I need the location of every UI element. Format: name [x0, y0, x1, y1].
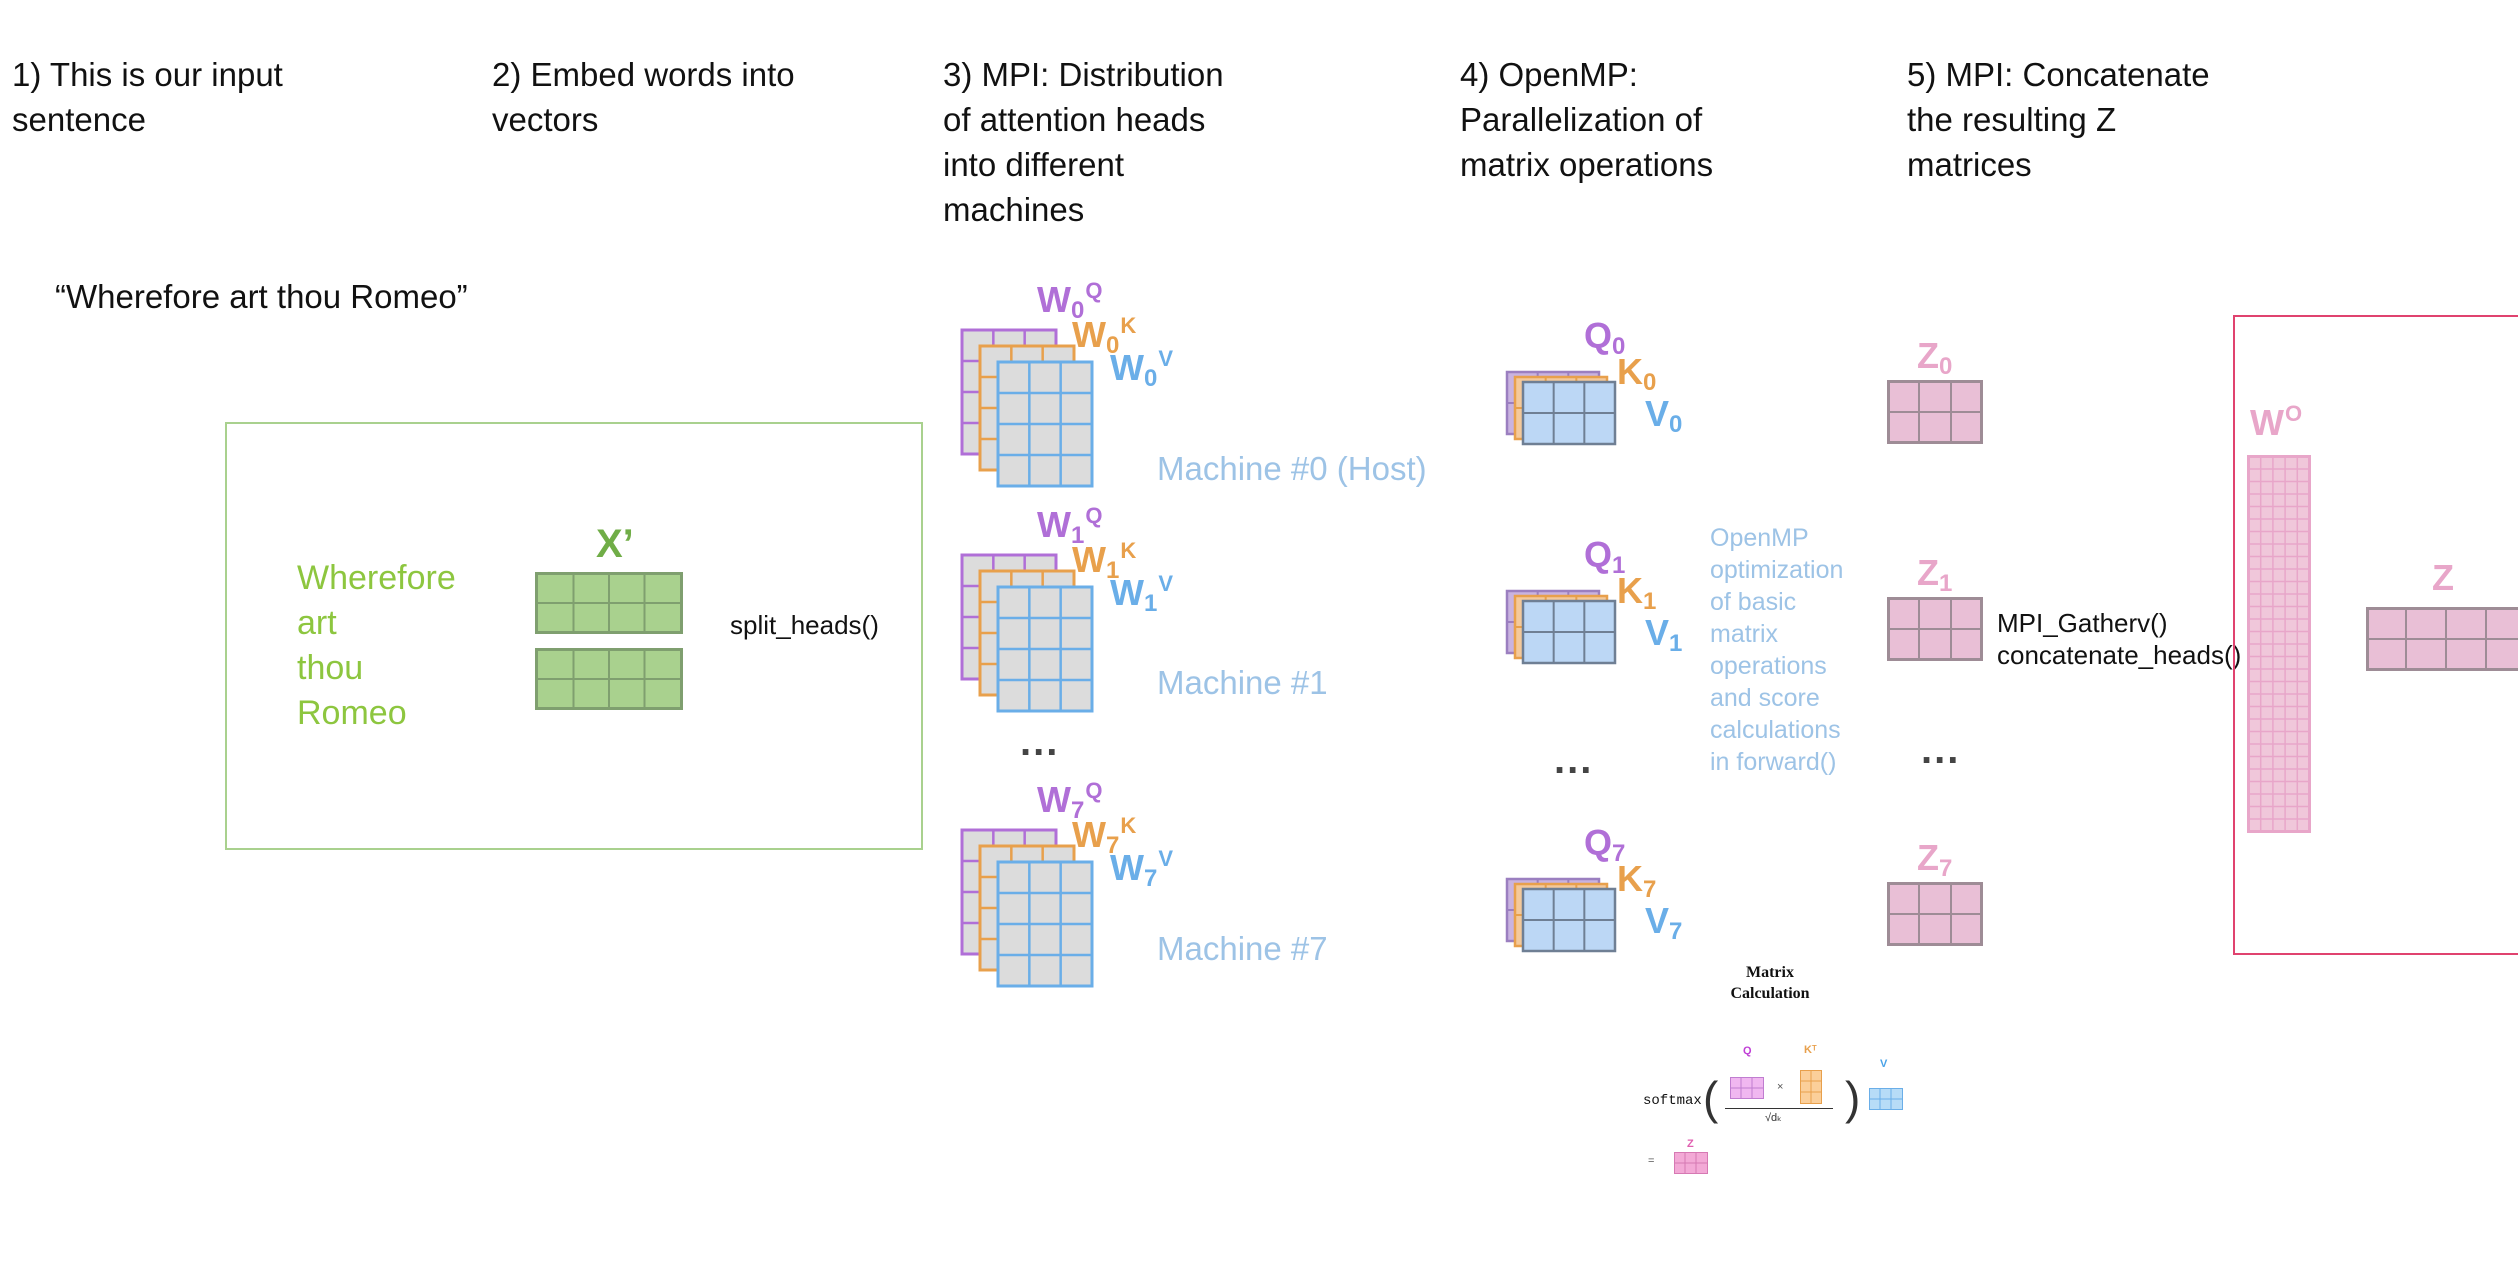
embedding-box: Wherefore art thou Romeo X’ split_heads(…: [225, 422, 923, 850]
formula-kt-label: Kᵀ: [1804, 1044, 1817, 1056]
embedding-matrix-bottom: [535, 648, 683, 710]
formula-q-label: Q: [1743, 1045, 1752, 1057]
z-matrix: [1887, 380, 1983, 449]
formula-softmax: softmax: [1643, 1093, 1702, 1109]
w-query-label: W1Q: [1037, 503, 1103, 549]
formula-times-1: ×: [1777, 1081, 1784, 1093]
w-query-label: W7Q: [1037, 778, 1103, 824]
w-query-label: W0Q: [1037, 278, 1103, 324]
formula-sqrt: √dₖ: [1765, 1112, 1782, 1124]
step-3-heading: 3) MPI: Distribution of attention heads …: [943, 56, 1224, 228]
formula-q-matrix: [1730, 1077, 1764, 1099]
machine-stack: [960, 780, 1220, 1010]
wo-label: WO: [2250, 401, 2303, 443]
split-heads-label: split_heads(): [730, 610, 879, 640]
x-prime-label: X’: [596, 522, 634, 566]
z-ellipsis: ...: [1921, 728, 1961, 772]
formula-v-label: V: [1880, 1058, 1888, 1070]
formula-open-paren: (: [1703, 1072, 1719, 1124]
w-value-label: W0V: [1110, 346, 1174, 392]
step-4-heading: 4) OpenMP: Parallelization of matrix ope…: [1460, 56, 1714, 183]
v-label: V7: [1645, 900, 1683, 945]
z-label: Z0: [1917, 335, 1953, 380]
openmp-note: OpenMP optimization of basic matrix oper…: [1710, 524, 1844, 776]
q-label: Q0: [1584, 315, 1626, 360]
mpi-gatherv-label: MPI_Gatherv(): [1997, 608, 2168, 638]
q-label: Q7: [1584, 822, 1626, 867]
formula-z-label: Z: [1687, 1138, 1694, 1150]
w-key-label: W0K: [1072, 313, 1137, 359]
formula-v-matrix: [1869, 1088, 1903, 1110]
step-1-heading: 1) This is our input sentence: [12, 56, 283, 138]
formula-title: Matrix Calculation: [1730, 964, 1810, 1002]
formula-kt-matrix: [1800, 1070, 1822, 1104]
v-label: V1: [1645, 612, 1683, 657]
qkv-stack: [1505, 877, 1625, 972]
w-value-label: W7V: [1110, 846, 1174, 892]
word-thou: thou: [297, 649, 364, 687]
k-label: K1: [1617, 570, 1657, 615]
q-label: Q1: [1584, 534, 1626, 579]
word-romeo: Romeo: [297, 694, 407, 732]
v-label: V0: [1645, 393, 1683, 438]
embedding-word-list: Wherefore art thou Romeo: [297, 556, 456, 736]
machine-ellipsis: ...: [1020, 720, 1060, 764]
formula-equals: =: [1648, 1155, 1655, 1167]
output-box: WO Z: [2233, 315, 2518, 955]
embedding-matrix-top: [535, 572, 683, 634]
w-value-label: W1V: [1110, 571, 1174, 617]
machine-label: Machine #1: [1157, 664, 1328, 701]
machine-stack: [960, 280, 1220, 510]
z-label: Z7: [1917, 837, 1953, 882]
k-label: K7: [1617, 858, 1657, 903]
qkv-stack: [1505, 589, 1625, 684]
wo-matrix: [2247, 455, 2311, 833]
machine-stack: [960, 505, 1220, 735]
concatenate-heads-label: concatenate_heads(): [1997, 640, 2242, 670]
machine-label: Machine #0 (Host): [1157, 450, 1427, 487]
step-5-heading: 5) MPI: Concatenate the resulting Z matr…: [1907, 56, 2210, 183]
input-sentence: “Wherefore art thou Romeo”: [55, 278, 468, 315]
w-key-label: W1K: [1072, 538, 1137, 584]
k-label: K0: [1617, 351, 1657, 396]
final-z-matrix: [2366, 607, 2518, 671]
word-art: art: [297, 604, 337, 642]
z-matrix: [1887, 597, 1983, 666]
qkv-ellipsis: ...: [1554, 738, 1594, 782]
formula-divider: [1725, 1108, 1833, 1109]
w-key-label: W7K: [1072, 813, 1137, 859]
qkv-stack: [1505, 370, 1625, 465]
machine-label: Machine #7: [1157, 930, 1328, 967]
z-label: Z1: [1917, 552, 1953, 597]
formula-z-matrix: [1674, 1152, 1708, 1174]
word-wherefore: Wherefore: [297, 559, 456, 597]
step-2-heading: 2) Embed words into vectors: [492, 56, 795, 138]
z-matrix: [1887, 882, 1983, 951]
final-z-label: Z: [2432, 557, 2454, 598]
formula-close-paren: ): [1845, 1072, 1861, 1124]
